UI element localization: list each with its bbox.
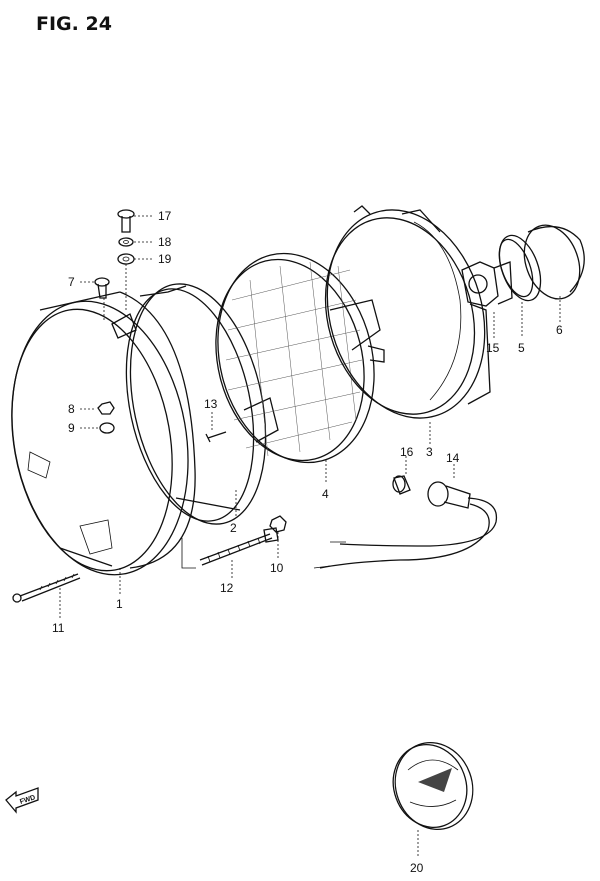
part-6-dust-cover: [523, 224, 585, 300]
callout-1: 1: [116, 597, 123, 611]
callout-11: 11: [52, 621, 65, 635]
part-13-screw: [205, 431, 227, 443]
part-18-washer: [118, 237, 134, 247]
callout-19: 19: [158, 252, 172, 266]
fwd-label: FWD: [19, 794, 36, 806]
callout-10: 10: [270, 561, 284, 575]
part-1-headlight-rim: [11, 291, 196, 576]
callout-3: 3: [426, 445, 433, 459]
part-12-adjusting-screw: [199, 527, 279, 566]
part-5-socket-ring: [498, 234, 542, 302]
callout-8: 8: [68, 402, 75, 416]
fwd-direction-badge: FWD: [5, 787, 39, 814]
part-15-bulb: [461, 261, 513, 307]
part-19-rubber-washer: [117, 253, 135, 265]
callout-7: 7: [68, 275, 75, 289]
part-9-washer: [99, 422, 115, 434]
part-2-mounting-ring: [125, 283, 279, 569]
part-10-nut: [269, 515, 287, 533]
leader-lines: [59, 215, 561, 858]
callout-12: 12: [220, 581, 234, 595]
callout-6: 6: [556, 323, 563, 337]
callout-2: 2: [230, 521, 237, 535]
part-4-sealed-beam-unit: [215, 252, 385, 464]
part-14-socket-harness: [313, 481, 498, 569]
callout-16: 16: [400, 445, 414, 459]
part-11-long-screw: [12, 573, 81, 603]
part-20-emblem: [392, 742, 474, 830]
part-16-position-bulb: [392, 475, 411, 495]
callout-20: 20: [410, 861, 424, 875]
callout-labels: 17 18 19 7 8 9 13 2 4 3 16 14 15 5 6 1 1…: [52, 209, 563, 875]
callout-9: 9: [68, 421, 75, 435]
figure-title: FIG. 24: [36, 13, 112, 35]
callout-5: 5: [518, 341, 525, 355]
callout-4: 4: [322, 487, 329, 501]
callout-14: 14: [446, 451, 460, 465]
callout-18: 18: [158, 235, 172, 249]
part-17-screw: [117, 209, 135, 233]
callout-17: 17: [158, 209, 172, 223]
callout-13: 13: [204, 397, 218, 411]
part-7-bolt: [94, 277, 110, 299]
part-8-nut: [97, 401, 115, 415]
part-3-headlight-housing: [324, 205, 491, 419]
callout-15: 15: [486, 341, 500, 355]
